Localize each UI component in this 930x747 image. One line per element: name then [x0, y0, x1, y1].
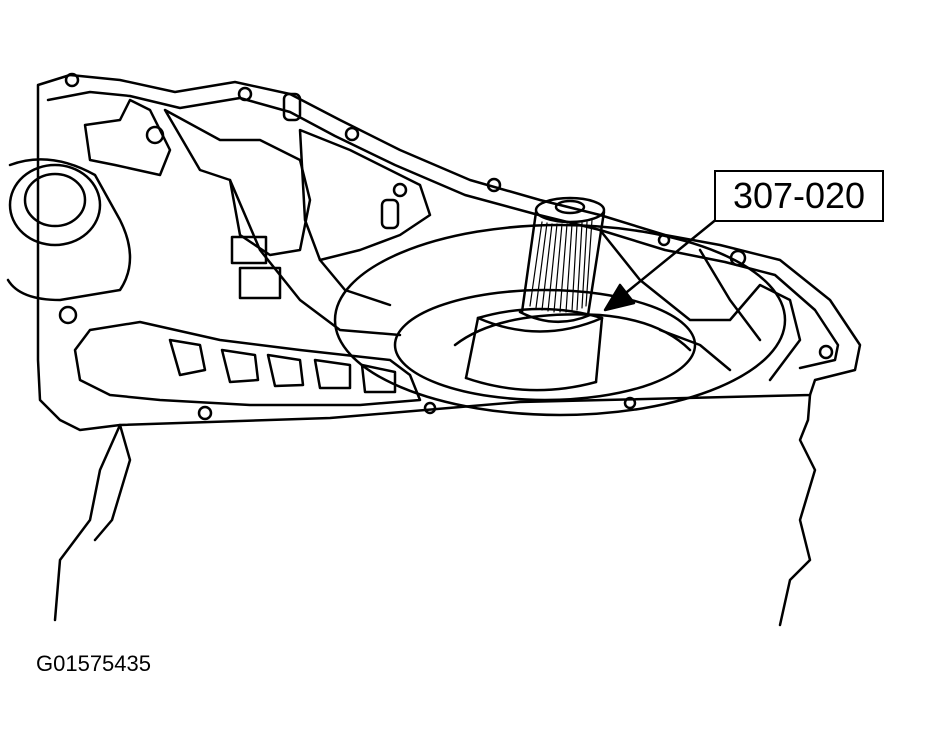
left-bearing-boss — [6, 158, 132, 302]
channel-pockets — [168, 338, 397, 394]
callout-tool-number: 307-020 — [714, 170, 884, 222]
upper-rib-3 — [298, 128, 432, 262]
upper-rib-1 — [83, 98, 172, 177]
callout-leader — [620, 216, 720, 298]
left-bearing-outer — [8, 163, 102, 247]
case-lower-body — [53, 393, 817, 627]
center-bore-inner — [393, 288, 697, 402]
center-web — [228, 178, 402, 337]
left-bearing-inner — [23, 172, 87, 228]
callout-arrow-icon — [603, 283, 636, 312]
channel-plate — [73, 320, 422, 407]
upper-rib-2 — [163, 108, 312, 257]
bolt-holes — [58, 72, 834, 421]
figure-id: G01575435 — [36, 651, 151, 676]
right-ribs — [598, 228, 802, 382]
splined-shaft — [518, 196, 606, 324]
center-bore-outer — [333, 223, 787, 417]
small-blocks — [230, 235, 282, 300]
flange-inner-lip — [46, 90, 840, 370]
tool-307-020 — [464, 307, 604, 392]
case-flange-outline — [36, 73, 862, 432]
dowel-pins — [282, 92, 400, 230]
